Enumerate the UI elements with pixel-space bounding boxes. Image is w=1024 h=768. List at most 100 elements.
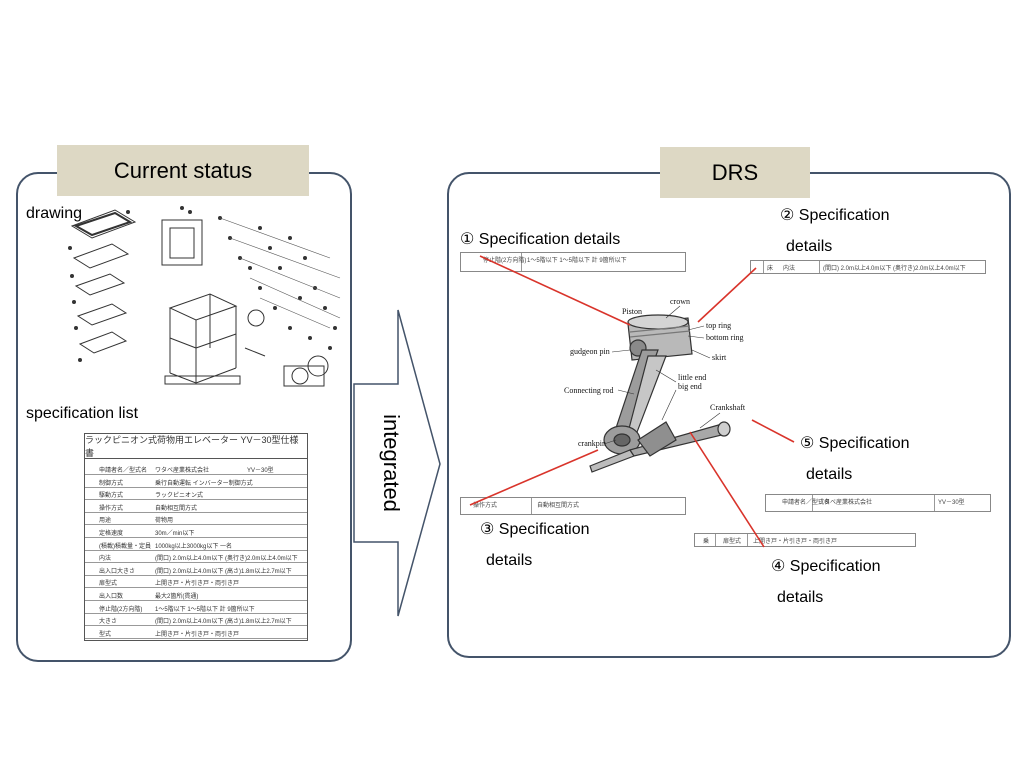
spec-table-cell: 最大2箇所(貫通) [155,594,199,600]
lbl-piston: Piston [622,307,642,316]
spec-table-cell: 扉型式 [99,581,118,588]
strip-1-b: 1～5階以下 1～5階以下 計 9箇所以下 [527,258,627,264]
spec-2: ② Specification details [780,200,890,262]
lbl-top-ring: top ring [706,321,731,330]
spec-1-text: Specification details [478,231,621,248]
strip-4-a: 申請者名／型式名 [782,500,831,506]
lbl-big-end: big end [678,382,702,391]
spec-2-text: Specification [798,207,890,224]
spec-2-num: ② [780,207,795,224]
spec-table-cell: 定格速度 [99,531,124,537]
spec-table-row: 停止階(2方向階) 1～5階以下 1～5階以下 計 9箇所以下 [85,601,307,614]
lbl-crankshaft: Crankshaft [710,403,746,412]
spec-5-text: Specification [818,435,910,452]
spec-table-row: 申請者名／型式名 ワタベ産業株式会社 YV－30型 [85,462,307,475]
spec-table-cell: 用途 [99,518,112,525]
strip-5-a: 乗 [703,539,710,545]
drs-title: DRS [660,147,810,198]
spec-list-label: specification list [26,405,139,422]
spec-5-text2: details [806,466,853,483]
spec-table-cell: 申請者名／型式名 [99,468,148,474]
spec-table-cell: 上開き戸・片引き戸・両引き戸 [155,581,240,588]
spec-4-num: ④ [771,558,786,575]
strip-1-a: 停止階(2方向階) [483,258,527,264]
spec-table-cell: 型式 [99,631,112,638]
lbl-bottom-ring: bottom ring [706,333,744,342]
integrated-arrow [353,309,441,617]
spec-table-cell: 30m／min以下 [155,531,195,537]
strip-4-b: ワタベ産業株式会社 [818,500,873,506]
spec-table-cell: 荷物用 [155,518,174,525]
spec-3-num: ③ [480,521,495,538]
lbl-skirt: skirt [712,353,727,362]
current-status-title: Current status [57,145,309,196]
drawing-label: drawing [26,205,83,222]
spec-table-cell: (積載)積載量・定員 [99,543,151,550]
spec-table-title: ラックピニオン式荷物用エレベーター YV－30型仕様書 [85,434,307,459]
spec-table-cell: 出入口数 [99,594,124,600]
spec-4: ④ Specification details [771,551,881,613]
spec-table-cell: 自動相互間方式 [155,505,198,512]
spec-table-cell: ラックピニオン式 [155,493,204,500]
spec-4-text: Specification [789,558,881,575]
spec-table-row: 内法 (間口) 2.0m以上4.0m以下 (奥行き)2.0m以上4.0m以下 [85,550,307,564]
spec-table-cell: 内法 [99,556,112,563]
spec-table-cell: (間口) 2.0m以上4.0m以下 (高さ)1.8m以上2.7m以下 [155,568,292,575]
spec-table-row: 駆動方式 ラックピニオン式 [85,487,307,501]
strip-2-c: (間口) 2.0m以上4.0m以下 (奥行き)2.0m以上4.0m以下 [823,266,966,272]
lbl-connecting-rod: Connecting rod [564,386,614,395]
strip-2-b: 内法 [783,266,796,272]
exploded-drawing [68,206,341,387]
spec-table-row: 制御方式 乗行自動運転 インバーター制御方式 [85,475,307,488]
spec-table-cell: 1～5階以下 1～5階以下 計 9箇所以下 [155,606,255,613]
lbl-crankpin: crankpin [578,439,606,448]
strip-2-a: 床 [767,266,774,272]
lbl-little-end: little end [678,373,706,382]
spec-table-row: 用途 荷物用 [85,512,307,526]
spec-1-num: ① [460,231,475,248]
spec-table-cell: 上開き戸・片引き戸・両引き戸 [155,631,240,638]
spec-table-row: (積載)積載量・定員 1000kg以上3000kg以下 一名 [85,538,307,551]
spec-table-cell: 乗行自動運転 インバーター制御方式 [155,480,253,487]
spec-3-text: Specification [498,521,590,538]
strip-3-b: 自動相互間方式 [537,503,580,509]
spec-table-cell: 停止階(2方向階) [99,606,143,613]
strip-4-c: YV－30型 [938,500,965,506]
spec-4-text2: details [777,589,824,606]
spec-table-cell: 出入口大きさ [99,568,136,575]
spec-strip-1: 停止階(2方向階) 1～5階以下 1～5階以下 計 9箇所以下 [460,252,686,272]
spec-table-row: 大きさ(間口) 2.0m以上4.0m以下 (高さ)1.8m以上2.7m以下 [85,613,307,627]
spec-5: ⑤ Specification details [800,428,910,490]
spec-3: ③ Specification details [480,514,590,576]
spec-table-cell: (間口) 2.0m以上4.0m以下 (高さ)1.8m以上2.7m以下 [155,619,292,626]
strip-5-b: 扉型式 [723,539,742,545]
spec-table-cell: 制御方式 [99,480,124,487]
spec-table-row: 操作方式 自動相互間方式 [85,500,307,513]
spec-3-text2: details [486,552,533,569]
spec-table-cell: 1000kg以上3000kg以下 一名 [155,543,233,550]
spec-table-cell: (間口) 2.0m以上4.0m以下 (奥行き)2.0m以上4.0m以下 [155,556,298,563]
spec-strip-3: 操作方式 自動相互間方式 [460,497,686,515]
lbl-crown: crown [670,297,690,306]
spec-2-text2: details [786,238,833,255]
strip-3-a: 操作方式 [473,503,498,509]
spec-strip-2: 床 内法 (間口) 2.0m以上4.0m以下 (奥行き)2.0m以上4.0m以下 [750,260,986,274]
spec-table-row: 出入口大きさ (間口) 2.0m以上4.0m以下 (高さ)1.8m以上2.7m以下 [85,563,307,576]
spec-table-row: 型式 上開き戸・片引き戸・両引き戸 [85,626,307,639]
piston-diagram: crown Piston top ring bottom ring gudgeo… [564,297,746,473]
spec-list-table: ラックピニオン式荷物用エレベーター YV－30型仕様書 申請者名／型式名 ワタベ産… [84,433,308,641]
lbl-gudgeon-pin: gudgeon pin [570,347,610,356]
spec-table-row: 出入口数 最大2箇所(貫通) [85,588,307,601]
spec-table-row: 扉型式 上開き戸・片引き戸・両引き戸 [85,575,307,589]
spec-strip-5: 乗 扉型式 上開き戸・片引き戸・両引き戸 [694,533,916,547]
spec-table-cell: 駆動方式 [99,493,124,500]
spec-strip-4: 申請者名／型式名 ワタベ産業株式会社 YV－30型 [765,494,991,512]
spec-table-cell: ワタベ産業株式会社 [155,468,210,474]
spec-table-row: 定格速度 30m／min以下 [85,525,307,538]
spec-5-num: ⑤ [800,435,815,452]
spec-1: ① Specification details [460,224,620,255]
strip-5-c: 上開き戸・片引き戸・両引き戸 [753,539,838,545]
spec-table-cell: YV－30型 [247,468,274,474]
spec-table-cell: 操作方式 [99,505,124,512]
